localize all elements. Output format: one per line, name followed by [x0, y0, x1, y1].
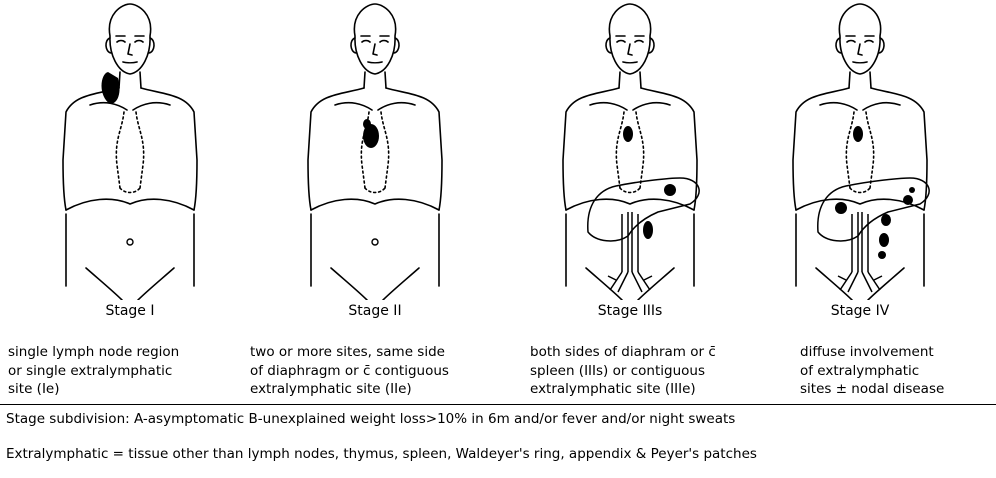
stage-1-label: Stage I [30, 303, 230, 319]
stage-4-spleen-node [903, 195, 913, 205]
stage-3s-spleen-node [664, 184, 676, 196]
stage-4-abdominal-node-1 [881, 214, 891, 226]
stage-1-neck-node [102, 72, 120, 104]
stage-2-description-line: extralymphatic site (IIe) [250, 380, 449, 399]
stage-1-figure [30, 0, 230, 300]
stage-1-description: single lymph node region or single extra… [8, 343, 179, 399]
stage-1-description-line: single lymph node region [8, 343, 179, 362]
stage-3s-description-line: both sides of diaphram or c̄ [530, 343, 716, 362]
stage-3s-figure [530, 0, 730, 300]
divider-line [0, 404, 996, 405]
stage-1-description-line: site (Ie) [8, 380, 179, 399]
stage-3s-description-line: spleen (IIIs) or contiguous [530, 362, 716, 381]
stage-2-body-diagram [275, 0, 475, 300]
stage-2-label: Stage II [275, 303, 475, 319]
extralymphatic-definition-note: Extralymphatic = tissue other than lymph… [6, 446, 757, 462]
stage-subdivision-note: Stage subdivision: A-asymptomatic B-unex… [6, 411, 735, 427]
stage-4-abdominal-node-2 [879, 233, 889, 247]
stage-4-label: Stage IV [760, 303, 960, 319]
stage-4-description-line: diffuse involvement [800, 343, 944, 362]
stage-1-description-line: or single extralymphatic [8, 362, 179, 381]
stage-4-body-diagram [760, 0, 960, 300]
stage-4-description-line: of extralymphatic [800, 362, 944, 381]
stage-3s-body-diagram [530, 0, 730, 300]
stage-3s-label: Stage IIIs [530, 303, 730, 319]
stage-2-description-line: two or more sites, same side [250, 343, 449, 362]
stage-2-node-small [363, 119, 371, 129]
stage-4-mediastinal-node [853, 126, 863, 142]
stage-2-figure [275, 0, 475, 300]
stage-4-spleen-node-2 [909, 187, 915, 193]
stage-4-liver-node [835, 202, 847, 214]
stage-2-description-line: of diaphragm or c̄ contiguous [250, 362, 449, 381]
stage-1-body-diagram [30, 0, 230, 300]
stage-3s-mediastinal-node [623, 126, 633, 142]
stage-4-description-line: sites ± nodal disease [800, 380, 944, 399]
stage-2-description: two or more sites, same side of diaphrag… [250, 343, 449, 399]
stage-4-figure [760, 0, 960, 300]
stage-3s-description-line: extralymphatic site (IIIe) [530, 380, 716, 399]
stage-3s-para-aortic-node [643, 221, 653, 239]
stage-4-description: diffuse involvement of extralymphatic si… [800, 343, 944, 399]
stage-4-abdominal-node-3 [878, 251, 886, 259]
stage-3s-description: both sides of diaphram or c̄ spleen (III… [530, 343, 716, 399]
